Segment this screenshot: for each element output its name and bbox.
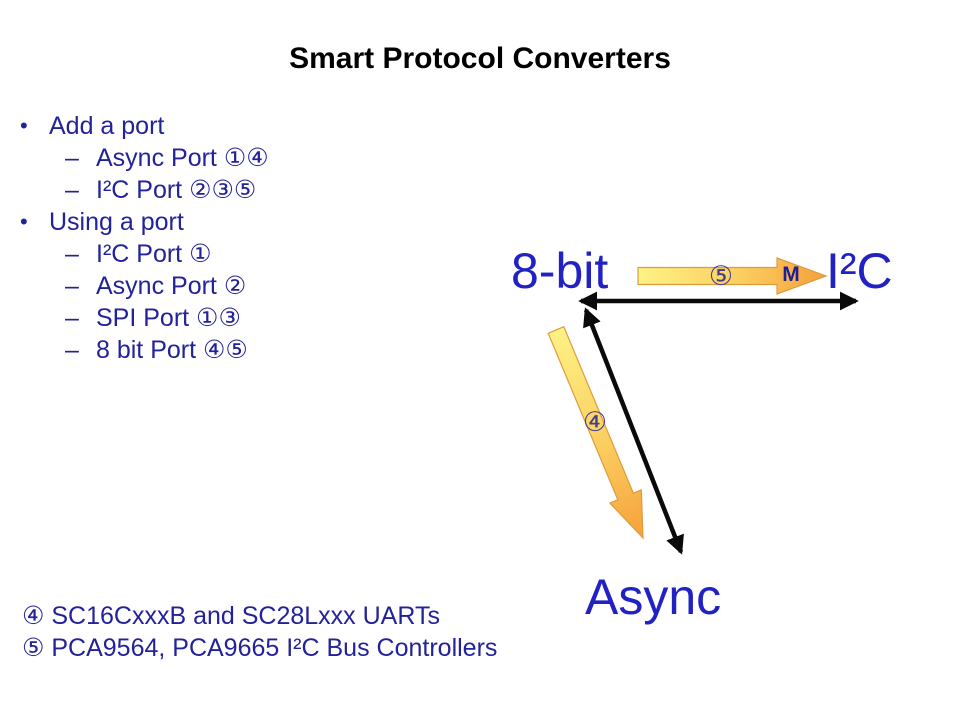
dash-icon: – [65,336,79,364]
footnotes: ④ SC16CxxxB and SC28Lxxx UARTs ⑤ PCA9564… [22,600,582,664]
footnote-line: ④ SC16CxxxB and SC28Lxxx UARTs [22,602,440,630]
list-item: – Async Port ② [0,270,500,302]
bullet-icon: • [20,113,28,138]
footnote-line: ⑤ PCA9564, PCA9665 I²C Bus Controllers [22,634,498,662]
dash-icon: – [65,144,79,172]
bullet-list: • Add a port – Async Port ①④ – I²C Port … [0,110,500,366]
node-label-async: Async [585,569,722,625]
list-item-label: 8 bit Port ④⑤ [96,336,248,364]
list-item-label: I²C Port ① [96,240,212,268]
dash-icon: – [65,304,79,332]
node-label-8bit: 8-bit [511,243,609,299]
list-item-label: Async Port ①④ [96,144,269,172]
dash-icon: – [65,176,79,204]
circled-5-badge: ⑤ [708,261,734,292]
master-indicator: M [782,263,800,286]
list-item-label: Add a port [49,112,165,140]
node-label-i2c: I²C [826,243,893,299]
circled-4-badge: ④ [582,407,608,438]
list-item: • Using a port [0,206,500,238]
list-item: – 8 bit Port ④⑤ [0,334,500,366]
list-item: – SPI Port ①③ [0,302,500,334]
list-item-label: Using a port [49,208,184,236]
dash-icon: – [65,240,79,268]
gradient-arrow-8bit-to-i2c [637,257,828,295]
list-item: – I²C Port ②③⑤ [0,174,500,206]
list-item: • Add a port [0,110,500,142]
list-item: – Async Port ①④ [0,142,500,174]
list-item-label: I²C Port ②③⑤ [96,176,257,204]
dash-icon: – [65,272,79,300]
list-item-label: Async Port ② [96,272,247,300]
double-arrow-8bit-async [583,307,684,555]
slide-title: Smart Protocol Converters [289,42,671,75]
list-item-label: SPI Port ①③ [96,304,241,332]
list-item: – I²C Port ① [0,238,500,270]
bullet-icon: • [20,209,28,234]
